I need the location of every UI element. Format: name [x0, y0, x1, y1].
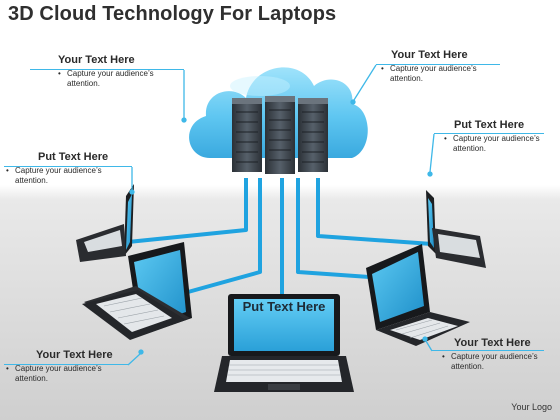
laptop-icon-left — [82, 242, 192, 340]
callout-bullet: Capture your audience’s attention. — [58, 69, 188, 89]
callout-bottom-right: Your Text Here Capture your audience’s a… — [442, 337, 552, 372]
cable-right-upper — [316, 178, 433, 246]
server-rack-right — [298, 98, 328, 172]
callout-mid-right: Put Text Here Capture your audience’s at… — [444, 119, 554, 154]
cable-left-upper — [127, 178, 248, 244]
cable-left-lower — [187, 178, 262, 294]
callout-bottom-left: Your Text Here Capture your audience’s a… — [6, 349, 134, 384]
server-rack-left — [232, 98, 262, 172]
callout-bullet: Capture your audience’s attention. — [6, 364, 134, 384]
server-icon — [232, 96, 328, 174]
callout-heading: Put Text Here — [38, 151, 109, 163]
slide-title: 3D Cloud Technology For Laptops — [8, 3, 337, 25]
callout-heading: Your Text Here — [454, 337, 531, 349]
callout-bullet: Capture your audience’s attention. — [442, 352, 552, 372]
server-rack-middle — [265, 96, 295, 174]
callout-underline-bottom-right — [432, 350, 544, 351]
callout-mid-left: Put Text Here Capture your audience’s at… — [6, 151, 134, 186]
laptop-icon-center — [214, 294, 354, 392]
laptop-icon-far-right — [426, 190, 486, 268]
network-cables — [127, 178, 433, 296]
callout-top-right: Your Text Here Capture your audience’s a… — [381, 49, 501, 84]
callout-bullet: Capture your audience’s attention. — [6, 166, 134, 186]
callout-top-left: Your Text Here Capture your audience’s a… — [58, 54, 188, 89]
laptop-icon-far-left — [76, 184, 134, 262]
callout-heading: Your Text Here — [58, 54, 135, 66]
callout-heading: Your Text Here — [36, 349, 113, 361]
laptop-icon-right — [366, 244, 470, 346]
center-laptop-label: Put Text Here — [242, 299, 326, 314]
callout-bullet: Capture your audience’s attention. — [444, 134, 554, 154]
callout-bullet: Capture your audience’s attention. — [381, 64, 501, 84]
logo-placeholder: Your Logo — [511, 402, 552, 412]
callout-heading: Put Text Here — [454, 119, 525, 131]
cable-right-lower — [296, 178, 385, 280]
callout-heading: Your Text Here — [391, 49, 468, 61]
